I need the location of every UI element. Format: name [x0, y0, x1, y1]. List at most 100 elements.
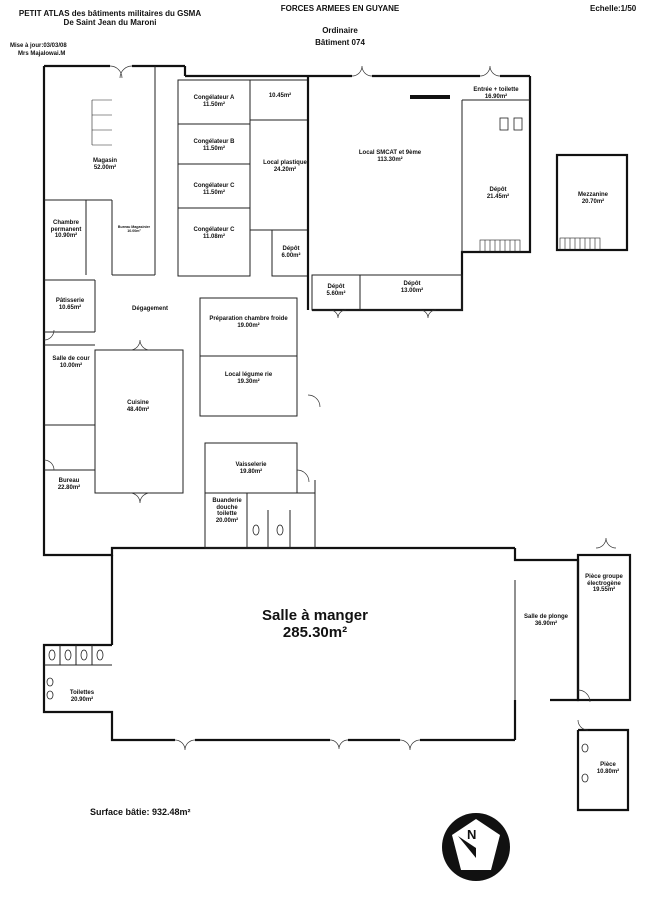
room-area: 19.80m² — [239, 468, 263, 475]
room-area: 21.45m² — [486, 193, 510, 200]
room-1045: 10.45m² — [252, 93, 308, 100]
room-name: Pièce groupe électrogène — [585, 574, 623, 587]
doors — [43, 65, 617, 751]
room-area: 10.00m² — [59, 362, 83, 369]
room-area: 113.30m² — [377, 156, 403, 163]
atlas-subtitle: De Saint Jean du Maroni — [63, 18, 157, 27]
room-name: Buanderie douche toilette — [212, 498, 242, 518]
room-name: Chambre permanent — [50, 220, 82, 233]
room-area: 11.50m² — [202, 101, 226, 108]
category: Ordinaire — [322, 26, 358, 35]
beam-marker — [410, 95, 450, 99]
room-name: Congélateur B — [193, 139, 235, 145]
room-area: 19.00m² — [237, 322, 260, 329]
interior-walls — [44, 66, 530, 700]
room-name: Congélateur A — [193, 95, 235, 101]
room-name: Dégagement — [131, 306, 168, 312]
org-title: FORCES ARMEES EN GUYANE — [280, 4, 400, 13]
room-name: Bureau — [58, 478, 80, 484]
north-arrow-icon — [442, 813, 510, 881]
room-name: Dépôt — [282, 246, 300, 252]
room-name: Dépôt — [327, 284, 345, 290]
author: Mrs Majalowai.M — [18, 51, 66, 57]
room-area: 22.80m² — [57, 484, 81, 491]
room-name: Bureau Magasinier — [117, 225, 151, 229]
room-area: 285.30m² — [282, 623, 348, 641]
scale: Echelle:1/50 — [590, 4, 637, 13]
room-area: 6.00m² — [281, 252, 301, 259]
toilet-fixtures — [46, 117, 589, 783]
room-area: 10.80m² — [596, 768, 620, 775]
room-name: Toilettes — [69, 690, 95, 696]
room-name: Local SMCAT et 9ème — [358, 150, 422, 156]
room-name: Vaisselerie — [235, 462, 267, 468]
room-area: 16.90m² — [484, 93, 508, 100]
room-name: Local plastique — [263, 160, 307, 166]
room-area: 20.70m² — [581, 198, 605, 205]
update-date: Mise à jour:03/03/08 — [10, 43, 67, 49]
room-area: 10.45m² — [268, 93, 292, 99]
room-name: Entrée + toilette — [473, 87, 519, 93]
room-area: 11.50m² — [202, 189, 226, 196]
room-area: 48.40m² — [126, 406, 150, 413]
room-name: Congélateur C — [193, 183, 235, 189]
room-area: 52.00m² — [93, 164, 117, 171]
room-area: 10.65m² — [58, 304, 82, 311]
stairs — [91, 99, 601, 253]
exterior-walls — [42, 64, 632, 812]
room-area: 5.60m² — [326, 290, 346, 297]
building: Bâtiment 074 — [315, 38, 365, 47]
room-name: Local légume rie — [224, 372, 273, 378]
room-name: Mezzanine — [577, 192, 608, 198]
room-degagement: Dégagement — [120, 306, 180, 313]
room-name: Magasin — [92, 158, 117, 164]
room-name: Dépôt — [403, 281, 421, 287]
room-area: 11.08m² — [202, 233, 226, 240]
room-area: 13.00m² — [400, 287, 424, 294]
room-name: Salle de plonge — [523, 614, 568, 620]
room-area: 20.00m² — [215, 517, 239, 524]
room-area: 10.00m² — [127, 228, 141, 233]
atlas-title: PETIT ATLAS des bâtiments militaires du … — [18, 9, 202, 18]
room-area: 11.50m² — [202, 145, 226, 152]
room-name: Préparation chambre froide — [209, 316, 288, 322]
room-area: 24.20m² — [273, 166, 297, 173]
room-area: 20.90m² — [70, 696, 94, 703]
surface-total: Surface bâtie: 932.48m² — [90, 807, 191, 817]
room-name: Dépôt — [489, 187, 507, 193]
room-name: Salle à manger — [262, 607, 368, 624]
north-label: N — [467, 827, 477, 842]
room-area: 10.90m² — [54, 233, 78, 240]
room-area: 36.90m² — [534, 620, 558, 627]
room-name: Congélateur C — [193, 227, 235, 233]
room-name: Pièce — [600, 762, 616, 768]
room-name: Salle de cour — [52, 356, 90, 362]
room-name: Cuisine — [127, 400, 149, 406]
